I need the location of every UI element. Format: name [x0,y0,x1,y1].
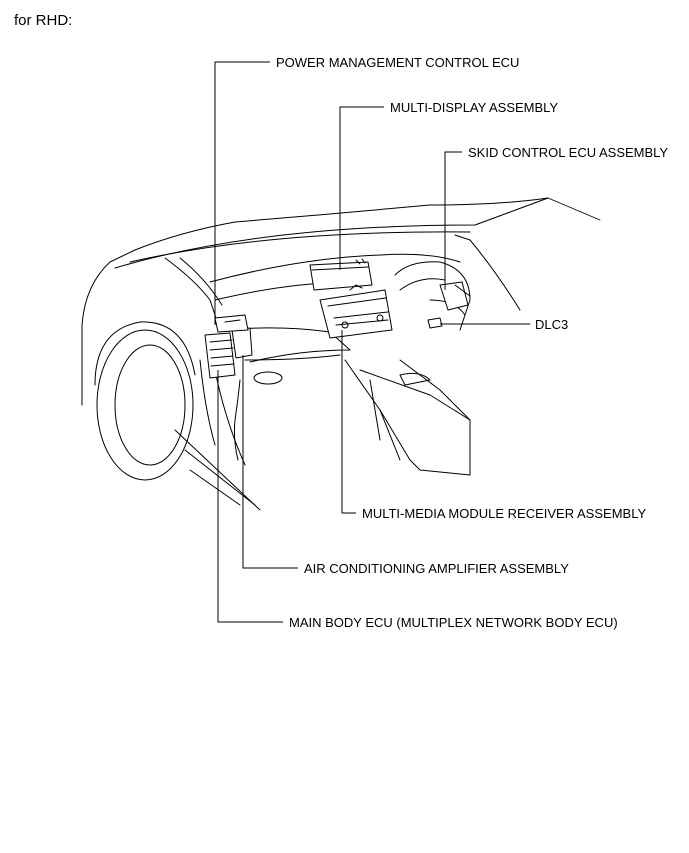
dlc3-connector [427,317,443,329]
center-console [344,359,471,476]
glovebox [219,327,351,363]
dashboard-top [209,253,461,283]
label-main-body-ecu: MAIN BODY ECU (MULTIPLEX NETWORK BODY EC… [289,615,618,630]
diagram-caption: for RHD: [14,12,73,29]
multi-display [309,261,373,291]
label-dlc3: DLC3 [535,317,569,332]
label-multi-media-module-receiver-assembly: MULTI-MEDIA MODULE RECEIVER ASSEMBLY [362,506,647,521]
leader-multi-display [339,106,384,270]
a-pillar [164,257,221,331]
leader-power-mgmt [214,61,270,325]
label-power-management-control-ecu: POWER MANAGEMENT CONTROL ECU [276,55,520,70]
leader-multi-media [341,330,356,514]
wheel-arch [94,321,196,386]
wheel-inner [114,344,186,466]
car-body-outline [81,197,549,406]
air-cond-amplifier [231,327,253,359]
windshield-edge [114,197,549,269]
steering-column [394,261,471,331]
power-mgmt-ecu [214,314,249,333]
main-body-ecu [204,332,236,379]
leader-main-body [217,370,283,623]
leader-skid-control [444,151,462,290]
skid-control-unit [439,281,469,311]
label-multi-display-assembly: MULTI-DISPLAY ASSEMBLY [390,100,559,115]
wheel-outer [96,329,194,481]
label-air-conditioning-amplifier-assembly: AIR CONDITIONING AMPLIFIER ASSEMBLY [304,561,569,576]
leader-air-cond [242,355,298,569]
multi-media-receiver [319,289,393,339]
label-skid-control-ecu-assembly: SKID CONTROL ECU ASSEMBLY [468,145,669,160]
